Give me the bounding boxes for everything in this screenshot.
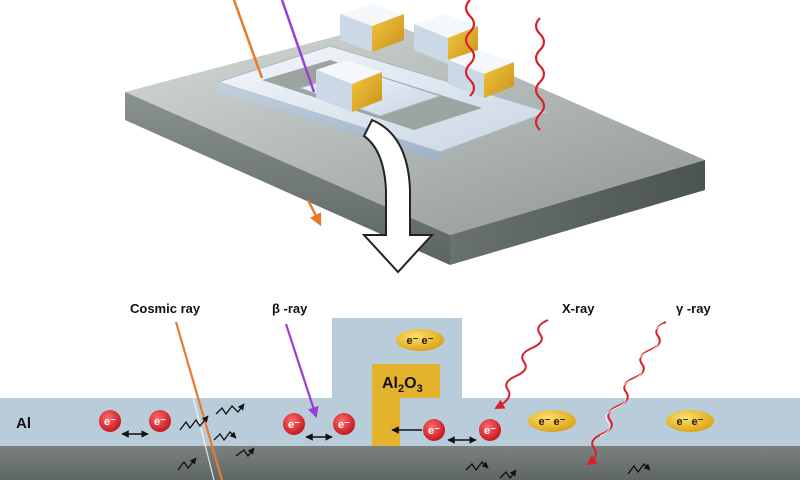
cooper-pair (396, 329, 444, 351)
cosmic-ray-label: Cosmic ray (130, 301, 201, 316)
svg-text:e⁻ e⁻: e⁻ e⁻ (677, 416, 704, 428)
electron (99, 410, 121, 432)
chip-cosmic-ray (232, 0, 264, 79)
electron (333, 413, 355, 435)
svg-text:e⁻: e⁻ (484, 425, 496, 437)
al2o3-label: Al2O3 (382, 375, 423, 395)
cooper-pair-raised: e⁻ e⁻ (396, 329, 444, 351)
chip-cosmic-ray-exit (306, 199, 322, 227)
electron (479, 419, 501, 441)
cooper-pair-right: e⁻ e⁻ (666, 410, 714, 432)
cosmic-ray-line-shadow (173, 321, 215, 480)
chip-wave-1 (464, 0, 476, 97)
substrate-layer (0, 446, 800, 480)
svg-text:e⁻: e⁻ (288, 419, 300, 431)
al2o3-barrier (372, 364, 440, 446)
chip-illustration (125, 0, 705, 274)
svg-text:e⁻: e⁻ (154, 416, 166, 428)
x-ray-wave (494, 319, 549, 409)
cooper-pair-mid: e⁻ e⁻ (528, 410, 576, 432)
cooper-pair (528, 410, 576, 432)
cosmic-ray-line (174, 321, 224, 480)
cross-section: Al Al2O3 Cosmic ray β -ray X-ray γ -ray … (0, 301, 800, 480)
junction-block-left (316, 60, 382, 112)
al-label: Al (16, 415, 31, 432)
x-ray-label: X-ray (562, 301, 595, 316)
chip-substrate-front (125, 92, 450, 265)
svg-text:e⁻: e⁻ (428, 425, 440, 437)
chip-substrate-right (450, 160, 705, 265)
zoom-arrow-icon (361, 118, 435, 274)
electron-group-2: e⁻ e⁻ (283, 413, 355, 441)
chip-wave-2 (534, 17, 546, 131)
svg-text:e⁻: e⁻ (338, 419, 350, 431)
svg-text:e⁻ e⁻: e⁻ e⁻ (539, 416, 566, 428)
beta-ray-label: β -ray (272, 301, 308, 316)
electron-group-3: e⁻ e⁻ (391, 419, 501, 444)
chip-beta-ray (280, 0, 316, 93)
svg-text:e⁻: e⁻ (104, 416, 116, 428)
phonon-squiggles (177, 403, 651, 480)
svg-text:e⁻ e⁻: e⁻ e⁻ (407, 335, 434, 347)
electron (149, 410, 171, 432)
electron (423, 419, 445, 441)
electron (283, 413, 305, 435)
beta-ray-line (284, 323, 319, 419)
gamma-ray-label: γ -ray (676, 301, 711, 316)
junction-block-top (340, 4, 404, 52)
gamma-ray-wave-shadow (599, 323, 665, 437)
cooper-pair (666, 410, 714, 432)
electron-group-1: e⁻ e⁻ (99, 410, 171, 438)
